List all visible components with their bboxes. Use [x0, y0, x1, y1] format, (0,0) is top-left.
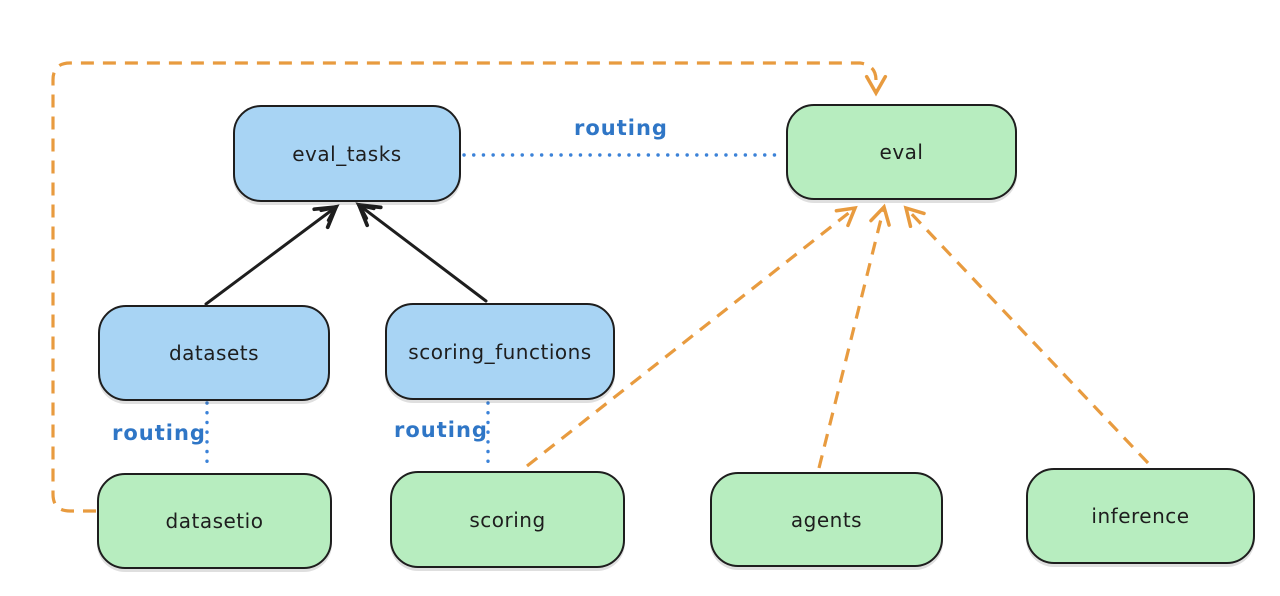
node-eval-label: eval — [879, 140, 924, 164]
node-scoring-functions-label: scoring_functions — [408, 339, 592, 364]
routing-label-eval-tasks-eval: routing — [574, 116, 668, 140]
routing-label-scoring-functions-scoring: routing — [394, 418, 488, 442]
node-eval-tasks: eval_tasks — [233, 105, 461, 202]
node-eval: eval — [786, 104, 1017, 200]
node-datasets: datasets — [98, 305, 330, 401]
edge-datasetio-to-eval — [51, 61, 888, 513]
node-datasets-label: datasets — [168, 341, 260, 365]
routing-label-datasets-datasetio: routing — [112, 421, 206, 445]
node-datasetio-label: datasetio — [165, 509, 264, 533]
edge-scoring-to-eval — [526, 205, 858, 468]
edge-inference-to-eval — [903, 205, 1150, 465]
node-agents: agents — [710, 472, 943, 567]
edge-agents-to-eval — [817, 203, 891, 469]
node-scoring-label: scoring — [469, 507, 546, 532]
node-inference: inference — [1026, 468, 1255, 564]
edge-datasets-to-eval-tasks — [204, 204, 340, 306]
node-agents-label: agents — [790, 507, 863, 532]
node-inference-label: inference — [1091, 504, 1190, 528]
edge-scoring-functions-to-eval-tasks — [355, 202, 488, 303]
node-eval-tasks-label: eval_tasks — [292, 141, 402, 166]
node-scoring: scoring — [390, 471, 625, 568]
node-datasetio: datasetio — [97, 473, 332, 569]
node-scoring-functions: scoring_functions — [385, 303, 615, 400]
